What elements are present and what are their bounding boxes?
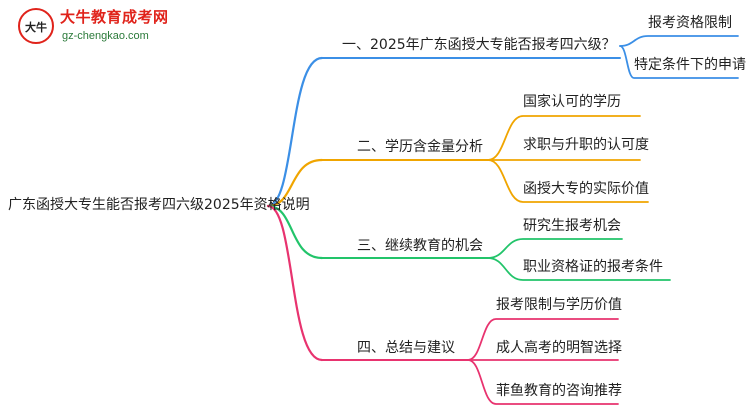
- branch-1-child-1-connector: [619, 35, 739, 47]
- branch-2-child-1-connector: [487, 115, 641, 161]
- branch-1-label: 一、2025年广东函授大专能否报考四六级？: [342, 37, 616, 53]
- branch-2-child-2: 求职与升职的认可度: [523, 137, 649, 153]
- branch-2-child-1: 国家认可的学历: [523, 94, 621, 110]
- branch-1-connector: [266, 56, 324, 208]
- logo-emblem-icon: 大牛: [18, 8, 54, 44]
- mindmap-root: 广东函授大专生能否报考四六级2025年资格说明: [8, 197, 310, 213]
- branch-3-child-2-connector: [487, 257, 671, 281]
- logo-title: 大牛教育成考网: [60, 8, 169, 26]
- branch-2-child-3-connector: [487, 159, 649, 203]
- branch-3-child-1-connector: [487, 238, 623, 259]
- branch-3-child-1: 研究生报考机会: [523, 218, 621, 234]
- branch-1-child-1: 报考资格限制: [648, 15, 732, 31]
- branch-4-connector: [266, 204, 324, 362]
- branch-2-label: 二、学历含金量分析: [357, 139, 483, 155]
- branch-3-child-2: 职业资格证的报考条件: [523, 259, 663, 275]
- branch-4-child-1-connector: [467, 318, 619, 361]
- branch-4-child-2: 成人高考的明智选择: [496, 340, 622, 356]
- site-logo[interactable]: 大牛 大牛教育成考网 gz-chengkao.com: [4, 2, 194, 52]
- branch-4-child-1: 报考限制与学历价值: [496, 297, 622, 313]
- branch-3-connector: [266, 204, 324, 260]
- branch-2-child-3: 函授大专的实际价值: [523, 181, 649, 197]
- branch-1-child-2-connector: [619, 45, 739, 79]
- branch-2-connector: [266, 158, 324, 208]
- branch-4-label: 四、总结与建议: [357, 340, 455, 356]
- logo-url[interactable]: gz-chengkao.com: [62, 30, 149, 42]
- mindmap-edges: [266, 35, 739, 405]
- branch-1-child-2: 特定条件下的申请: [634, 57, 746, 73]
- branch-4-child-3-connector: [467, 359, 619, 405]
- logo-glyph: 大牛: [25, 21, 47, 34]
- branch-4-child-3: 菲鱼教育的咨询推荐: [496, 383, 622, 399]
- branch-3-label: 三、继续教育的机会: [357, 238, 483, 254]
